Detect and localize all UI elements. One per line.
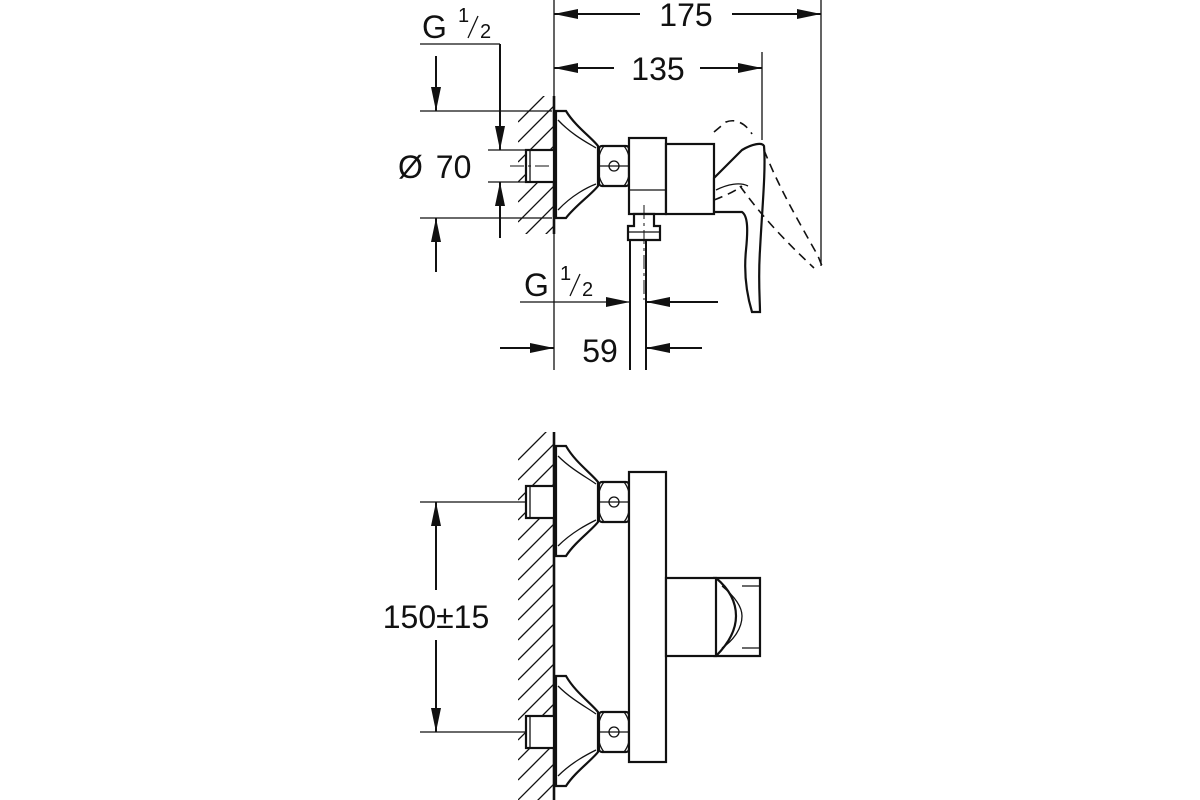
diameter-value: 70 [436,149,472,185]
side-view: 175 135 Ø 70 [398,0,823,370]
outlet-thread-numerator: 1 [560,263,571,285]
dimension-inlet-thread: G 1 2 [420,5,526,238]
svg-text:Ø 70: Ø 70 [398,149,471,185]
mixer-body-front [627,470,762,764]
outlet-thread-denominator: 2 [582,279,593,301]
dimension-175-label: 175 [659,0,712,33]
dimension-body-length: 135 [554,51,763,140]
dimension-overall-length: 175 [553,0,822,266]
lower-connector-front [524,674,631,788]
mixer-body-side [626,136,716,300]
upper-connector-front [524,444,631,558]
outlet-thread-prefix: G [524,267,549,303]
inlet-connector-side [510,109,631,220]
dimension-150-label: 150±15 [383,599,490,635]
dimension-outlet-thread: G 1 2 [520,263,718,307]
dimension-outlet-offset: 59 [500,234,702,370]
front-view: 150±15 [383,432,762,800]
lever-handle-side [712,142,766,314]
inlet-thread-denominator: 2 [480,21,491,43]
dimension-center-distance: 150±15 [383,501,526,733]
dimension-135-label: 135 [631,51,684,87]
lever-handle-open-position [713,119,823,269]
inlet-thread-prefix: G [422,9,447,45]
wall-hatching-bottom [518,432,554,800]
dimension-diameter: Ø 70 [398,56,552,272]
inlet-thread-numerator: 1 [458,5,469,27]
dimension-59-label: 59 [582,333,618,369]
diameter-symbol: Ø [398,149,423,185]
